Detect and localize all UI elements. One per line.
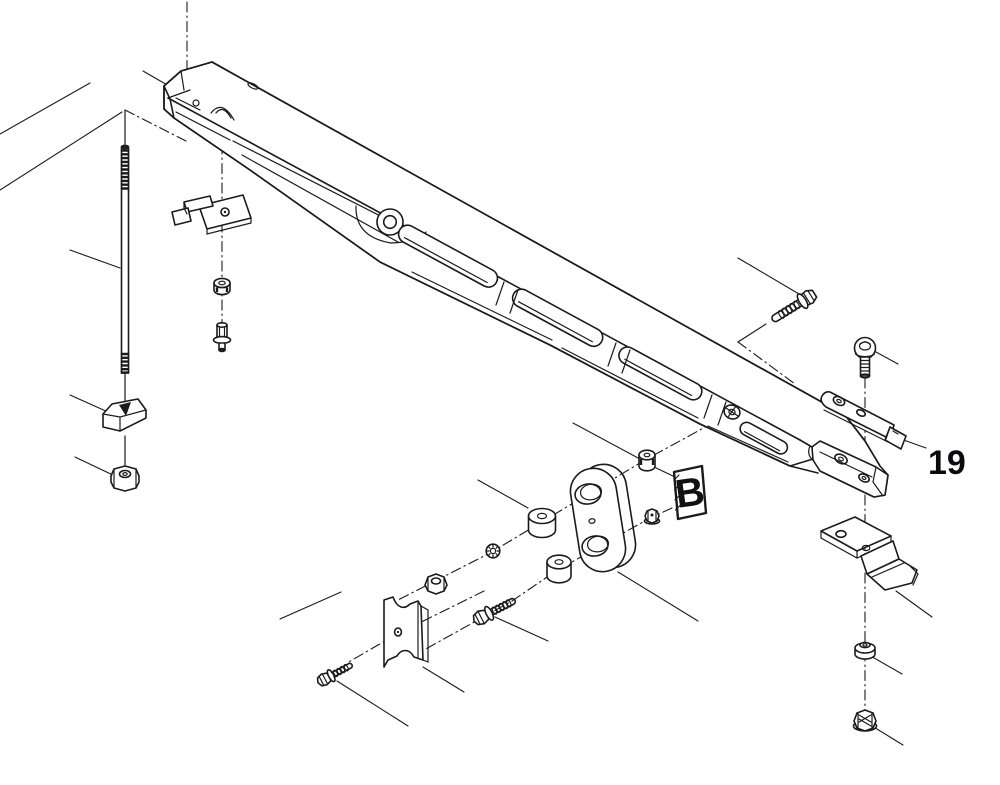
upper-clamp-bracket	[171, 194, 252, 235]
detail-marker-label: B	[673, 469, 708, 517]
hex-flange-bolt	[771, 289, 818, 323]
torque-arm-beam	[163, 61, 889, 498]
detail-marker-b: B	[673, 464, 708, 521]
beam-mount-hole	[723, 404, 741, 420]
beam-end-tongue	[808, 440, 889, 498]
flange-nut-right	[852, 709, 878, 732]
rod-saddle-clip	[102, 398, 147, 432]
part-number-label: 19	[928, 444, 966, 482]
button-head-bolt	[853, 336, 877, 379]
spacer-bushing-2	[546, 554, 572, 584]
center-flange-bolt	[472, 597, 517, 626]
link-plate	[569, 463, 637, 573]
flange-washer-right	[854, 641, 876, 660]
strap-bracket-19	[820, 391, 907, 450]
lower-z-bracket	[820, 516, 919, 591]
lock-nut	[485, 543, 501, 559]
notched-plate	[383, 596, 429, 668]
threaded-rod	[120, 144, 130, 374]
large-bushing	[527, 507, 557, 539]
plate-screw	[316, 662, 354, 687]
spacer-washer-upper	[213, 277, 231, 296]
rod-hex-nut	[110, 465, 140, 492]
small-bushing	[638, 449, 656, 472]
hex-nut-left	[424, 573, 448, 595]
shoulder-bolt-upper	[212, 321, 232, 353]
small-flange-nut	[643, 508, 661, 525]
